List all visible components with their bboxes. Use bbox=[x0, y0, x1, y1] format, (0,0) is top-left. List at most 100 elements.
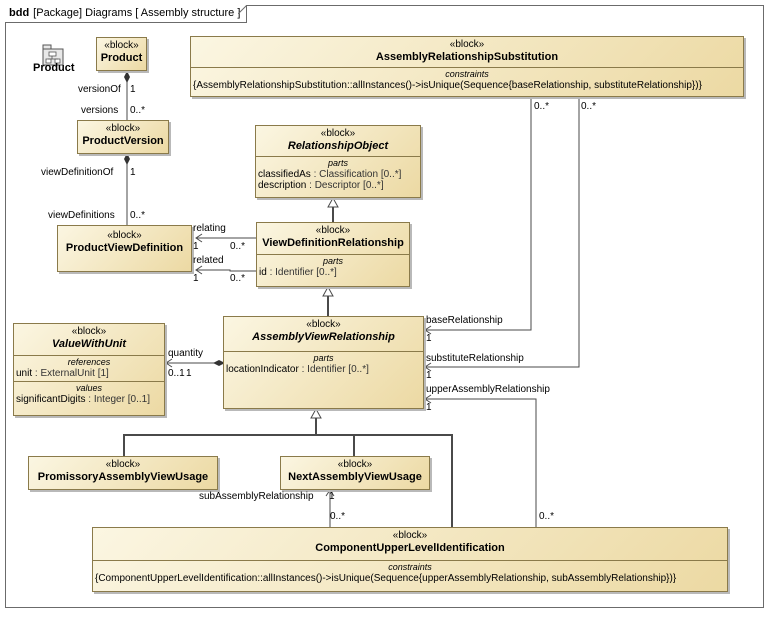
block-product-view-definition[interactable]: «block»ProductViewDefinition bbox=[57, 225, 192, 272]
mult-quantity-right: 1 bbox=[186, 368, 192, 379]
mult-version-of: 1 bbox=[130, 84, 136, 95]
compartment-title: values bbox=[75, 383, 102, 393]
reference-row: unit : ExternalUnit [1] bbox=[16, 368, 162, 379]
stereotype: «block» bbox=[104, 40, 139, 51]
value-row: significantDigits : Integer [0..1] bbox=[16, 394, 162, 405]
block-assembly-relationship-substitution[interactable]: «block»AssemblyRelationshipSubstitution … bbox=[190, 36, 744, 97]
part-name: classifiedAs bbox=[258, 169, 311, 180]
block-name: AssemblyViewRelationship bbox=[252, 331, 395, 343]
label-view-definitions: viewDefinitions bbox=[48, 210, 115, 221]
arrow-quantity bbox=[165, 358, 173, 368]
label-versions: versions bbox=[81, 105, 119, 116]
gen-triangle-avr bbox=[310, 407, 322, 419]
mult-related-right: 0..* bbox=[230, 273, 246, 284]
label-substitute-relationship: substituteRelationship bbox=[426, 353, 524, 364]
arrow-sub bbox=[325, 489, 335, 497]
mult-relating-right: 0..* bbox=[230, 241, 246, 252]
diagram-frame-title: bdd[Package] Diagrams [ Assembly structu… bbox=[5, 5, 248, 23]
mult-upper-assembly-relationship: 1 bbox=[426, 402, 432, 413]
label-base-relationship: baseRelationship bbox=[426, 315, 503, 326]
part-row: locationIndicator : Identifier [0..*] bbox=[226, 364, 421, 375]
block-name: NextAssemblyViewUsage bbox=[288, 471, 422, 483]
block-name: ProductViewDefinition bbox=[65, 242, 184, 254]
block-component-upper-level-identification[interactable]: «block»ComponentUpperLevelIdentification… bbox=[92, 527, 728, 592]
constraints-compartment: constraints {ComponentUpperLevelIdentifi… bbox=[93, 560, 727, 586]
arrow-base bbox=[424, 325, 432, 335]
compartment-title: constraints bbox=[445, 69, 489, 79]
label-relating: relating bbox=[193, 223, 226, 234]
values-compartment: values significantDigits : Integer [0..1… bbox=[14, 381, 164, 407]
diagram-kind: bdd bbox=[9, 7, 30, 19]
block-next-assembly-view-usage[interactable]: «block»NextAssemblyViewUsage bbox=[280, 456, 430, 490]
part-type: : Classification [0..*] bbox=[310, 169, 402, 180]
block-promissory-assembly-view-usage[interactable]: «block»PromissoryAssemblyViewUsage bbox=[28, 456, 218, 490]
part-type: : Identifier [0..*] bbox=[266, 267, 337, 278]
reference-name: unit bbox=[16, 368, 33, 379]
block-name: PromissoryAssemblyViewUsage bbox=[37, 471, 209, 483]
mult-sub-assembly-source: 0..* bbox=[330, 511, 346, 522]
part-name: locationIndicator bbox=[226, 364, 299, 375]
label-sub-assembly-relationship: subAssemblyRelationship bbox=[199, 491, 314, 502]
arrow-upper bbox=[424, 394, 432, 404]
mult-view-definition-of: 1 bbox=[130, 167, 136, 178]
block-name: AssemblyRelationshipSubstitution bbox=[375, 51, 559, 63]
stereotype: «block» bbox=[315, 225, 351, 236]
part-row: classifiedAs : Classification [0..*] bbox=[258, 169, 418, 180]
constraints-compartment: constraints {AssemblyRelationshipSubstit… bbox=[191, 67, 743, 93]
label-view-definition-of: viewDefinitionOf bbox=[41, 167, 114, 178]
parts-compartment: parts locationIndicator : Identifier [0.… bbox=[224, 351, 423, 377]
constraint-text: {AssemblyRelationshipSubstitution::allIn… bbox=[193, 80, 702, 91]
block-assembly-view-relationship[interactable]: «block»AssemblyViewRelationship parts lo… bbox=[223, 316, 424, 409]
label-quantity: quantity bbox=[168, 348, 204, 359]
diagram-title: [Package] Diagrams [ Assembly structure … bbox=[33, 7, 241, 19]
block-product[interactable]: «block»Product bbox=[96, 37, 147, 71]
label-upper-assembly-relationship: upperAssemblyRelationship bbox=[426, 384, 550, 395]
compartment-title: parts bbox=[313, 353, 334, 363]
arrow-substitute bbox=[424, 362, 432, 372]
block-view-definition-relationship[interactable]: «block»ViewDefinitionRelationship parts … bbox=[256, 222, 410, 287]
part-row: id : Identifier [0..*] bbox=[259, 267, 407, 278]
base-relationship-association bbox=[425, 96, 532, 331]
stereotype: «block» bbox=[320, 128, 356, 139]
mult-quantity: 0..1 bbox=[168, 368, 185, 379]
parts-compartment: parts id : Identifier [0..*] bbox=[257, 254, 409, 280]
mult-versions: 0..* bbox=[130, 105, 146, 116]
arrow-related bbox=[195, 265, 203, 275]
generalization-component bbox=[316, 434, 453, 527]
stereotype: «block» bbox=[337, 459, 373, 470]
gen-triangle-vdr bbox=[322, 285, 334, 297]
label-related: related bbox=[193, 255, 224, 266]
label-version-of: versionOf bbox=[78, 84, 121, 95]
generalization-promissory bbox=[123, 418, 317, 456]
stereotype: «block» bbox=[71, 326, 107, 337]
block-name: ComponentUpperLevelIdentification bbox=[315, 542, 505, 554]
part-type: : Descriptor [0..*] bbox=[306, 180, 384, 191]
value-name: significantDigits bbox=[16, 394, 86, 405]
reference-type: : ExternalUnit [1] bbox=[32, 368, 109, 379]
parts-compartment: parts classifiedAs : Classification [0..… bbox=[256, 156, 420, 193]
constraint-text: {ComponentUpperLevelIdentification::allI… bbox=[95, 573, 677, 584]
mult-relating-left: 1 bbox=[193, 241, 199, 252]
composition-diamond-product bbox=[124, 71, 130, 83]
block-name: ViewDefinitionRelationship bbox=[262, 237, 404, 249]
related-association bbox=[196, 269, 258, 272]
stereotype: «block» bbox=[107, 230, 142, 241]
stereotype: «block» bbox=[105, 459, 141, 470]
diagram-frame bbox=[5, 5, 764, 608]
mult-upper-assembly-source: 0..* bbox=[539, 511, 555, 522]
block-name: ProductVersion bbox=[82, 135, 164, 147]
part-type: : Identifier [0..*] bbox=[298, 364, 369, 375]
block-product-version[interactable]: «block»ProductVersion bbox=[77, 120, 169, 154]
mult-base-source: 0..* bbox=[534, 101, 550, 112]
mult-substitute-source: 0..* bbox=[581, 101, 597, 112]
gen-triangle-relobj bbox=[327, 196, 339, 208]
block-name: RelationshipObject bbox=[287, 140, 389, 152]
compartment-title: parts bbox=[322, 256, 343, 266]
block-relationship-object[interactable]: «block»RelationshipObject parts classifi… bbox=[255, 125, 421, 198]
mult-substitute-relationship: 1 bbox=[426, 370, 432, 381]
mult-base-relationship: 1 bbox=[426, 333, 432, 344]
arrow-relating bbox=[195, 233, 203, 243]
block-name: ValueWithUnit bbox=[51, 338, 127, 350]
block-value-with-unit[interactable]: «block»ValueWithUnit references unit : E… bbox=[13, 323, 165, 416]
